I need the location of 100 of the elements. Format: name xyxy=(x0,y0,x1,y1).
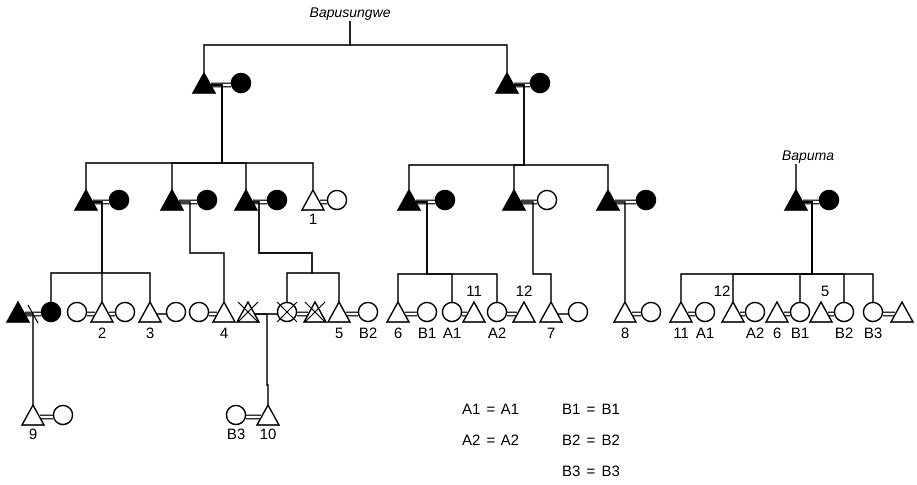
descent-line xyxy=(416,201,498,302)
person-number: 12 xyxy=(516,284,532,300)
person-number: 6 xyxy=(394,326,402,342)
marriage-line xyxy=(614,200,637,204)
descent-line xyxy=(349,21,508,73)
circle-symbol xyxy=(434,190,456,210)
person-number: 8 xyxy=(620,326,630,342)
descent-line xyxy=(615,201,626,302)
triangle-symbol xyxy=(257,405,279,425)
circle-symbol xyxy=(486,302,508,322)
group-name: Bapusungwe xyxy=(310,4,390,20)
marriage-line xyxy=(558,313,568,315)
triangle-symbol xyxy=(670,302,692,322)
descent-line xyxy=(211,84,314,190)
marriage-line xyxy=(513,82,531,88)
person-number: 10 xyxy=(260,427,276,443)
circle-symbol xyxy=(441,302,463,322)
person-number: 5 xyxy=(334,326,344,342)
circle-symbol xyxy=(188,302,210,322)
descent-line xyxy=(253,201,340,302)
marriage-line xyxy=(631,312,642,316)
circle-symbol xyxy=(862,302,884,322)
circle-symbol xyxy=(818,190,840,210)
person-number: A2 xyxy=(488,326,506,342)
triangle-symbol xyxy=(302,190,324,210)
marriage-line xyxy=(345,312,359,316)
person-number: 7 xyxy=(546,326,556,342)
marriage-line xyxy=(208,312,218,316)
triangle-symbol xyxy=(328,302,350,322)
marriage-line xyxy=(739,312,746,316)
marriage-line xyxy=(783,312,791,316)
marriage-line xyxy=(245,414,262,420)
triangle-symbol xyxy=(891,302,913,322)
marriage-line xyxy=(210,82,232,88)
triangle-symbol xyxy=(614,302,636,322)
person-number: 6 xyxy=(772,326,782,342)
triangle-symbol xyxy=(22,405,44,425)
descent-line xyxy=(179,201,225,302)
person-number: 2 xyxy=(98,326,106,342)
triangle-symbol xyxy=(513,302,535,322)
circle-symbol xyxy=(635,190,657,210)
triangle-symbol xyxy=(213,302,235,322)
marriage-line xyxy=(461,312,468,316)
marriage-line xyxy=(415,200,436,204)
circle-symbol xyxy=(165,302,187,322)
circle-symbol xyxy=(640,302,662,322)
crossed-triangle-symbol xyxy=(304,302,326,322)
triangle-symbol xyxy=(463,302,485,322)
circle-symbol xyxy=(357,302,379,322)
equation-label: B2 = B2 xyxy=(562,433,620,449)
circle-symbol xyxy=(52,405,74,425)
person-number: 3 xyxy=(146,326,154,342)
person-number: 11 xyxy=(673,326,689,342)
triangle-symbol xyxy=(387,302,409,322)
triangle-symbol xyxy=(161,190,183,210)
person-number: A2 xyxy=(746,326,764,342)
person-number: B2 xyxy=(358,326,378,342)
group-name: Bapuma xyxy=(782,147,834,163)
marriage-line xyxy=(86,312,96,316)
person-number: A1 xyxy=(696,326,714,342)
person-number: B3 xyxy=(226,427,246,443)
triangle-symbol xyxy=(139,302,161,322)
triangle-symbol xyxy=(503,190,525,210)
triangle-symbol xyxy=(91,302,113,322)
descent-line xyxy=(255,313,269,405)
descent-line xyxy=(795,164,797,190)
circle-symbol xyxy=(536,190,558,210)
circle-symbol xyxy=(196,190,218,210)
circle-symbol xyxy=(66,302,88,322)
triangle-symbol xyxy=(193,73,215,93)
circle-symbol xyxy=(225,405,247,425)
person-number: A1 xyxy=(442,326,462,342)
descent-line xyxy=(521,201,552,302)
descent-line xyxy=(93,201,151,302)
marriage-line xyxy=(404,312,418,316)
marriage-line xyxy=(296,312,309,316)
triangle-symbol xyxy=(398,190,420,210)
triangle-symbol xyxy=(766,302,788,322)
crossed-triangle-symbol xyxy=(237,302,259,322)
triangle-symbol xyxy=(75,190,97,210)
circle-symbol xyxy=(789,302,811,322)
triangle-symbol xyxy=(7,302,29,322)
descent-line xyxy=(803,201,874,302)
triangle-symbol xyxy=(810,302,832,322)
equation-label: A1 = A1 xyxy=(462,402,519,418)
marriage-line xyxy=(687,312,696,316)
marriage-line xyxy=(24,304,42,324)
marriage-line xyxy=(252,200,268,204)
circle-symbol xyxy=(833,302,855,322)
marriage-line xyxy=(882,312,896,316)
marriage-line xyxy=(319,200,328,204)
marriage-line xyxy=(108,312,116,316)
person-number: 4 xyxy=(220,326,228,342)
equation-label: B3 = B3 xyxy=(562,464,620,480)
circle-symbol xyxy=(567,302,589,322)
circle-symbol xyxy=(230,73,252,93)
circle-symbol xyxy=(40,302,62,322)
person-number: 1 xyxy=(308,212,318,228)
marriage-line xyxy=(92,200,110,204)
person-number: B2 xyxy=(834,326,854,342)
